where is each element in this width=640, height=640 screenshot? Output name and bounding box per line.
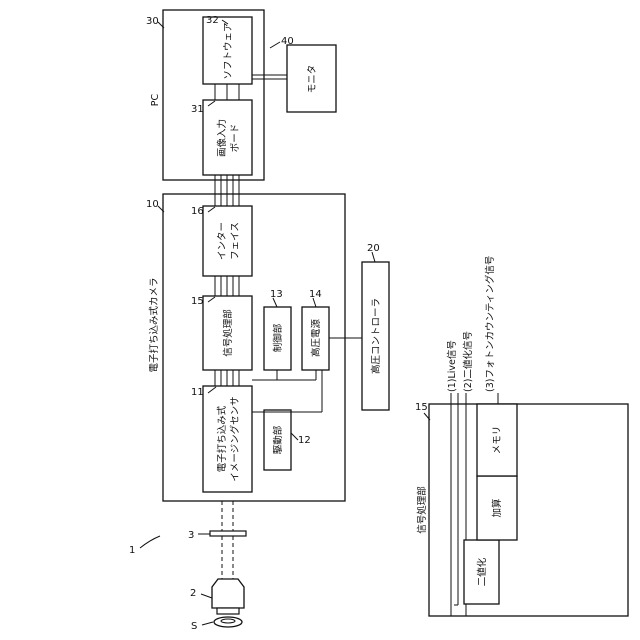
signal-1-label: (1)Live信号 xyxy=(446,340,458,392)
sample-label: S xyxy=(191,621,197,632)
pc-label: PC xyxy=(150,93,161,106)
driver-label: 駆動部 xyxy=(272,426,284,455)
ref-15: 15 xyxy=(191,296,204,307)
signal-processing-detail-frame xyxy=(429,404,628,616)
monitor-label: モニタ xyxy=(307,65,318,94)
ref-2: 2 xyxy=(190,588,196,599)
control-links xyxy=(252,370,316,380)
high-voltage-supply-label: 高圧電源 xyxy=(310,319,322,358)
signal-processing-label: 信号処理部 xyxy=(222,309,234,357)
image-input-board-label-line1: 画像入力 xyxy=(216,119,228,157)
ref-10: 10 xyxy=(146,199,159,210)
ref-30: 30 xyxy=(146,16,159,27)
signal-2-label: (2)二値化信号 xyxy=(462,331,474,392)
objective-lens xyxy=(212,579,244,614)
high-voltage-controller-label: 高圧コントローラ xyxy=(370,298,382,374)
ref-12: 12 xyxy=(298,435,311,446)
ref-20: 20 xyxy=(367,243,380,254)
camera-label: 電子打ち込み式カメラ xyxy=(148,277,160,372)
sample-stage xyxy=(214,617,242,627)
ref-3: 3 xyxy=(188,530,194,541)
control-label: 制御部 xyxy=(272,324,284,353)
ref-14: 14 xyxy=(309,289,322,300)
ref-16: 16 xyxy=(191,206,204,217)
binarize-label: 二値化 xyxy=(476,557,488,586)
window-plate xyxy=(210,531,246,536)
software-monitor-link xyxy=(252,75,287,79)
pc-internal-bus xyxy=(215,84,239,100)
ref-40: 40 xyxy=(281,36,294,47)
interface-label-line1: インター xyxy=(217,222,228,260)
signal-3-label: (3)フォトンカウンティング信号 xyxy=(484,256,496,392)
ref-13: 13 xyxy=(270,289,283,300)
ref-15b: 15 xyxy=(415,402,428,413)
image-input-board-label-line2: ボード xyxy=(230,124,241,153)
memory-label: メモリ xyxy=(492,426,503,455)
ref-11: 11 xyxy=(191,387,204,398)
ref-32: 32 xyxy=(206,15,219,26)
sensor-label-line1: 電子打ち込み式 xyxy=(216,405,228,472)
signal-processing-detail-title: 信号処理部 xyxy=(416,486,428,534)
ref-31: 31 xyxy=(191,104,204,115)
interface-label-line2: フェイス xyxy=(230,222,241,260)
software-label: ソフトウェア xyxy=(223,22,234,79)
ref-1: 1 xyxy=(129,545,135,556)
adder-label: 加算 xyxy=(491,498,503,517)
sensor-label-line2: イメージングセンサ xyxy=(229,396,241,481)
